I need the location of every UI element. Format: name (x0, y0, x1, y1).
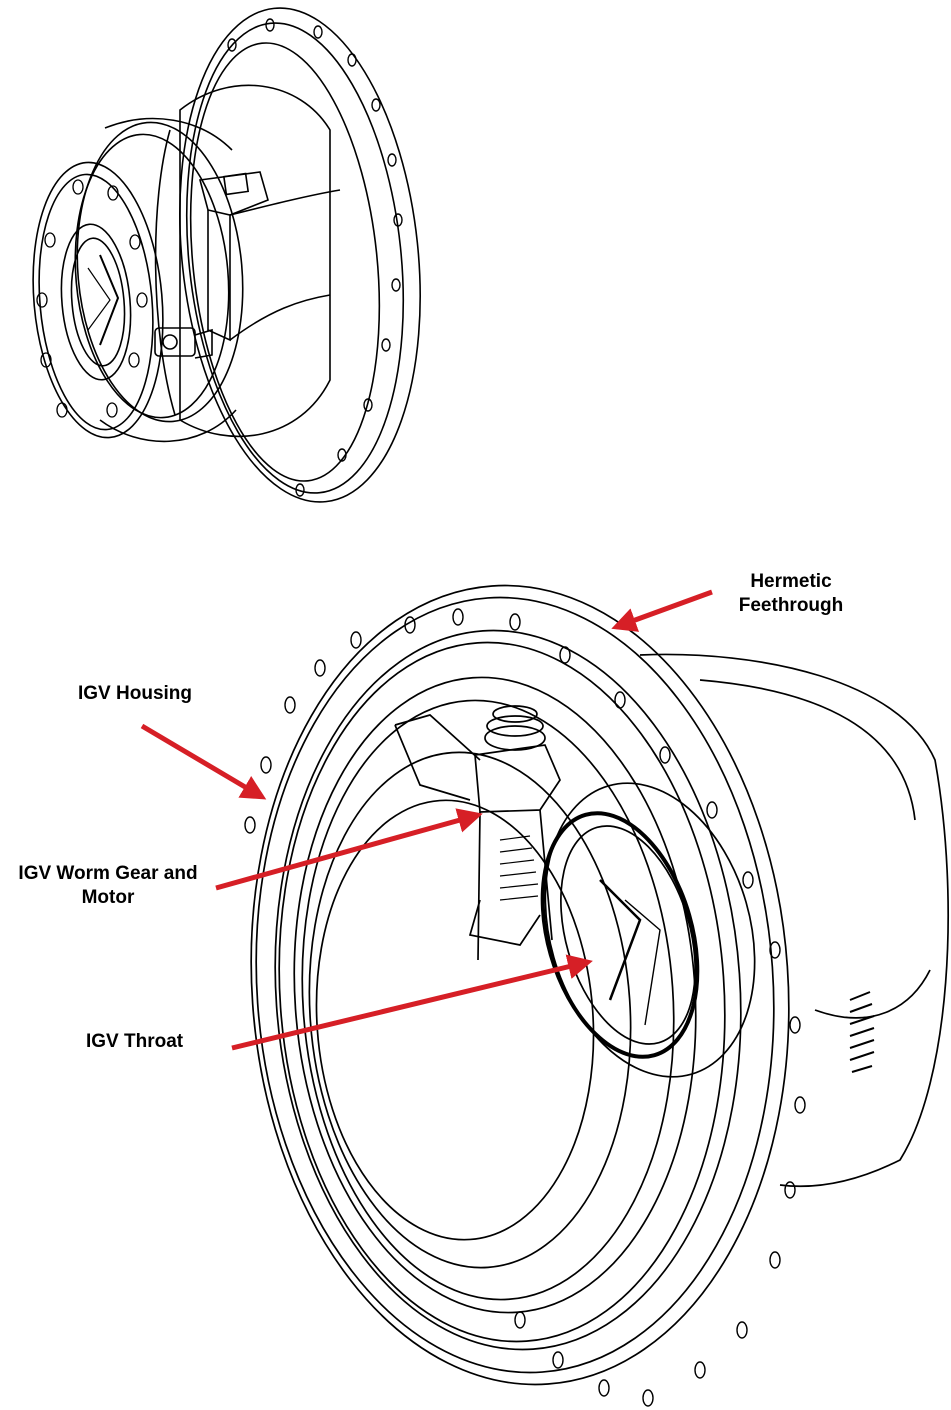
label-igv-throat: IGV Throat (86, 1031, 184, 1052)
label-worm-gear-line1: IGV Worm Gear and (18, 863, 198, 884)
front-flange-bolt-holes (36, 179, 148, 418)
igv-assembly-rear-view (32, 7, 421, 503)
igv-assembly-front-view (244, 584, 949, 1407)
leader-arrows (140, 589, 713, 1051)
label-worm-gear-line2: Motor (81, 887, 135, 908)
label-igv-housing: IGV Housing (78, 683, 192, 704)
main-flange-bolt-holes (244, 608, 806, 1407)
flange-bolt-holes (227, 18, 403, 497)
arrow-igv-throat (231, 954, 593, 1051)
worm-gear-teeth (499, 835, 539, 901)
arrow-igv-worm-gear (215, 808, 483, 891)
label-hermetic-line2: Feethrough (738, 595, 844, 616)
feedthrough-pins (849, 991, 875, 1073)
label-hermetic-line1: Hermetic (750, 571, 832, 592)
arrow-hermetic-feedthrough (611, 589, 713, 632)
label-hermetic-feedthrough: Hermetic Feethrough (716, 570, 866, 618)
label-igv-worm-gear: IGV Worm Gear and Motor (8, 862, 208, 910)
arrow-igv-housing (140, 723, 267, 800)
